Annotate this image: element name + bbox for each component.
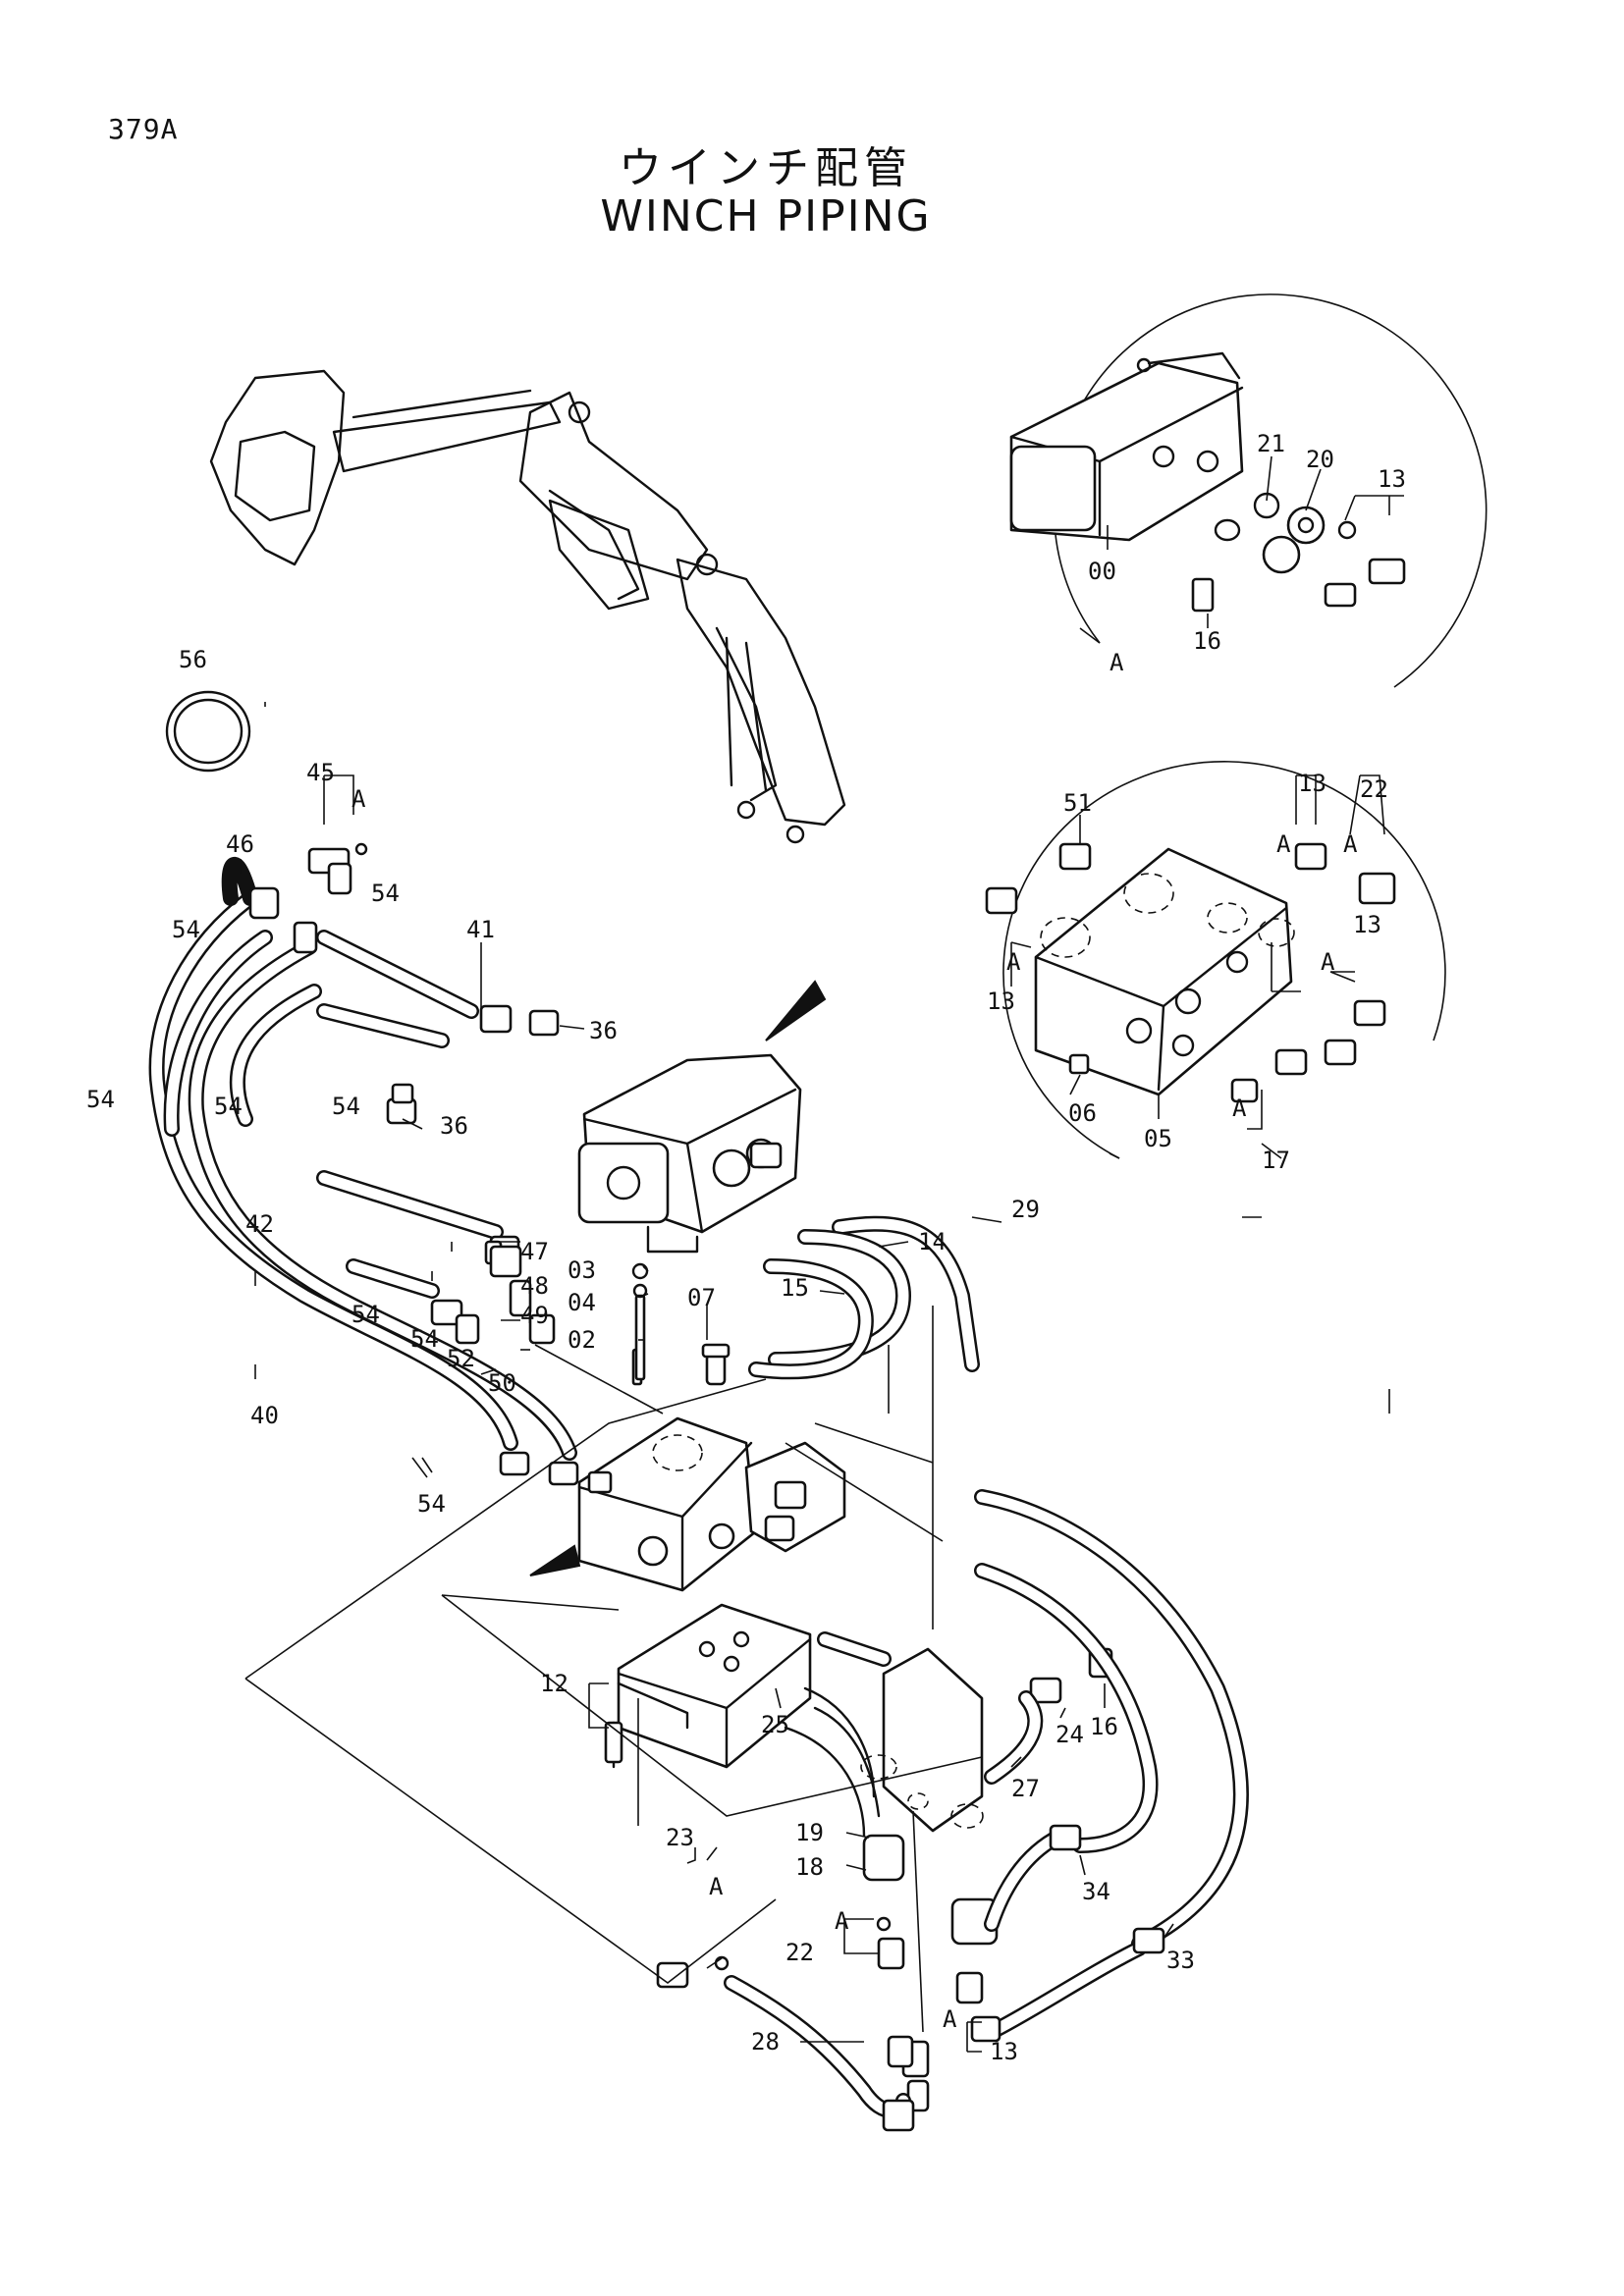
- callout-22: 22: [1360, 775, 1388, 803]
- callout-02: 02: [568, 1326, 596, 1354]
- callout-47: 47: [520, 1238, 549, 1265]
- callout-a: A: [835, 1907, 849, 1935]
- callout-19: 19: [795, 1819, 824, 1846]
- swivel-joint-assembly: [784, 1647, 1113, 2112]
- callout-23: 23: [666, 1824, 694, 1851]
- callout-a: A: [1232, 1095, 1247, 1122]
- callout-00: 00: [1088, 558, 1116, 585]
- detail-b-view: [985, 761, 1446, 1159]
- callout-54: 54: [172, 916, 200, 943]
- callout-24: 24: [1056, 1721, 1084, 1748]
- title-english: WINCH PIPING: [600, 191, 932, 241]
- view-arrow-b: [529, 1544, 581, 1576]
- hose-lines: [148, 856, 1249, 2118]
- callout-20: 20: [1306, 446, 1334, 473]
- callout-54: 54: [410, 1325, 439, 1353]
- callout-41: 41: [466, 916, 495, 943]
- excavator-boom-illustration: [209, 369, 846, 844]
- callout-04: 04: [568, 1289, 596, 1316]
- connection-lines: [244, 1306, 983, 2033]
- callout-42: 42: [245, 1210, 274, 1238]
- title-japanese: ウインチ配管: [619, 143, 913, 193]
- callout-a: A: [1276, 830, 1291, 858]
- callout-13: 13: [1298, 770, 1326, 797]
- callout-18: 18: [795, 1853, 824, 1881]
- callout-13: 13: [990, 2038, 1018, 2065]
- callout-15: 15: [781, 1274, 809, 1302]
- callout-49: 49: [520, 1302, 549, 1329]
- callout-a: A: [709, 1873, 724, 1900]
- callout-36: 36: [589, 1017, 618, 1044]
- callout-54: 54: [417, 1490, 446, 1518]
- callout-16: 16: [1090, 1713, 1118, 1740]
- callout-05: 05: [1144, 1125, 1172, 1152]
- callout-a: A: [1343, 830, 1358, 858]
- callout-33: 33: [1166, 1947, 1195, 1974]
- view-arrow-a: [765, 980, 827, 1041]
- callout-28: 28: [751, 2028, 780, 2056]
- callout-51: 51: [1063, 789, 1092, 817]
- callout-13: 13: [1353, 911, 1381, 938]
- detail-a-view: [1009, 294, 1488, 688]
- callout-21: 21: [1257, 430, 1285, 457]
- callout-40: 40: [250, 1402, 279, 1429]
- callout-29: 29: [1011, 1196, 1040, 1223]
- motor-valve-assembly: [577, 1053, 802, 1254]
- leader-lines: [240, 455, 1404, 2053]
- callout-17: 17: [1262, 1147, 1290, 1174]
- callout-52: 52: [447, 1345, 475, 1372]
- fittings: [165, 690, 1165, 2132]
- callout-a: A: [943, 2005, 957, 2033]
- callout-14: 14: [918, 1228, 947, 1255]
- callout-54: 54: [371, 880, 400, 907]
- callout-34: 34: [1082, 1878, 1110, 1905]
- callout-54: 54: [332, 1093, 360, 1120]
- callout-13: 13: [987, 988, 1015, 1015]
- callout-45: 45: [306, 759, 335, 786]
- callout-12: 12: [540, 1670, 568, 1697]
- callout-46: 46: [226, 830, 254, 858]
- callout-25: 25: [761, 1711, 789, 1738]
- callout-22: 22: [785, 1939, 814, 1966]
- callout-36: 36: [440, 1112, 468, 1140]
- callout-labels: 00 21 20 13 16 A 56 45 A 46 54 41 54 36 …: [86, 430, 1406, 2065]
- callout-a: A: [1321, 948, 1335, 976]
- page-number: 379A: [108, 113, 179, 145]
- control-valve-block: [577, 1416, 846, 1592]
- manifold-block: [604, 1603, 812, 1769]
- callout-03: 03: [568, 1256, 596, 1284]
- callout-13: 13: [1378, 465, 1406, 493]
- callout-07: 07: [687, 1284, 716, 1311]
- callout-56: 56: [179, 646, 207, 673]
- callout-27: 27: [1011, 1775, 1040, 1802]
- callout-50: 50: [488, 1369, 516, 1397]
- callout-a: A: [352, 785, 366, 813]
- callout-16: 16: [1193, 627, 1221, 655]
- callout-a: A: [1110, 649, 1124, 676]
- callout-54: 54: [86, 1086, 115, 1113]
- callout-54: 54: [214, 1093, 243, 1120]
- callout-54: 54: [352, 1301, 380, 1328]
- callout-06: 06: [1068, 1099, 1097, 1127]
- callout-a: A: [1006, 948, 1021, 976]
- callout-48: 48: [520, 1272, 549, 1300]
